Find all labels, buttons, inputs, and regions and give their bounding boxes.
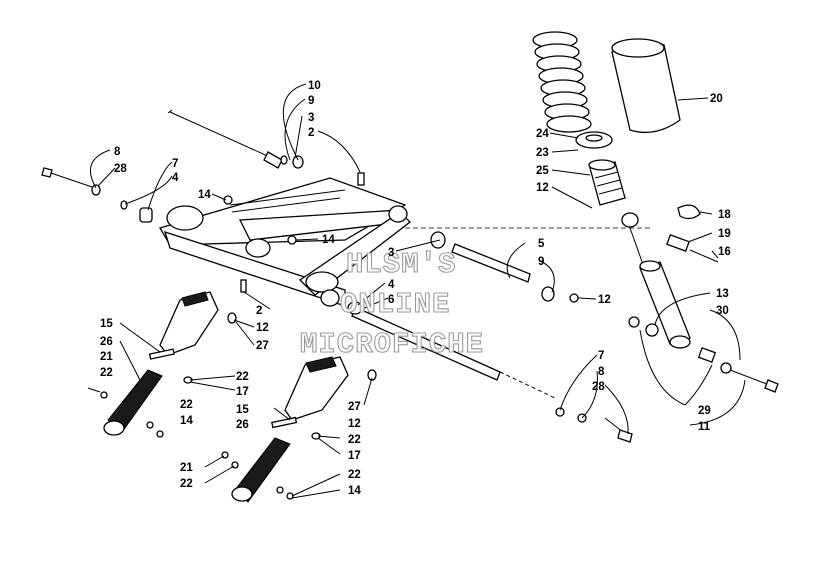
callout-label: 3 bbox=[388, 247, 394, 259]
callout-label: 23 bbox=[536, 147, 549, 159]
callout-label: 17 bbox=[236, 386, 249, 398]
callout-label: 22 bbox=[180, 478, 193, 490]
spring-seat-retainer bbox=[575, 131, 613, 149]
bushing-hardware bbox=[91, 155, 587, 423]
callout-label: 5 bbox=[538, 238, 545, 250]
callout-label: 10 bbox=[308, 80, 321, 92]
callout-label: 16 bbox=[718, 246, 731, 258]
callout-label: 4 bbox=[172, 172, 179, 184]
callout-label: 11 bbox=[698, 421, 711, 433]
callout-label: 26 bbox=[236, 419, 249, 431]
callout-label: 22 bbox=[180, 399, 193, 411]
rubber-boot bbox=[611, 38, 681, 134]
watermark-line-3: MICROFICHE bbox=[300, 328, 484, 361]
callout-label: 2 bbox=[308, 127, 314, 139]
callout-label: 4 bbox=[388, 279, 395, 291]
callout-label: 8 bbox=[114, 146, 121, 158]
left-front-bolt bbox=[41, 167, 96, 189]
callout-label: 12 bbox=[348, 418, 361, 430]
callout-label: 25 bbox=[536, 165, 549, 177]
callout-label: 27 bbox=[348, 401, 361, 413]
callout-label: 7 bbox=[598, 350, 604, 362]
callout-label: 12 bbox=[256, 322, 269, 334]
callout-label: 21 bbox=[180, 462, 193, 474]
callout-label: 2 bbox=[256, 305, 262, 317]
bump-stop-cup bbox=[588, 159, 626, 206]
callout-label: 22 bbox=[100, 367, 113, 379]
callout-label: 22 bbox=[348, 434, 361, 446]
callout-label: 28 bbox=[592, 381, 605, 393]
callout-label: 15 bbox=[100, 318, 113, 330]
callout-labels: 10 9 3 2 8 28 7 4 14 14 3 4 6 2 12 27 15… bbox=[100, 80, 731, 497]
callout-label: 14 bbox=[198, 189, 211, 201]
callout-label: 14 bbox=[348, 485, 361, 497]
callout-label: 26 bbox=[100, 336, 113, 348]
callout-label: 8 bbox=[598, 366, 605, 378]
callout-label: 14 bbox=[180, 415, 193, 427]
callout-label: 7 bbox=[172, 158, 178, 170]
callout-label: 12 bbox=[598, 294, 611, 306]
callout-label: 20 bbox=[710, 93, 723, 105]
callout-label: 3 bbox=[308, 112, 314, 124]
callout-label: 13 bbox=[716, 288, 729, 300]
coil-spring bbox=[532, 31, 592, 133]
shock-absorber bbox=[621, 212, 691, 349]
swing-arm bbox=[159, 177, 411, 307]
callout-label: 18 bbox=[718, 209, 731, 221]
callout-label: 19 bbox=[718, 228, 731, 240]
callout-label: 30 bbox=[716, 305, 729, 317]
callout-label: 28 bbox=[114, 163, 127, 175]
watermark-line-2: ONLINE bbox=[340, 288, 450, 321]
watermark-line-1: HLSM'S bbox=[346, 248, 456, 281]
callout-label: 22 bbox=[236, 371, 249, 383]
leader-lines bbox=[89, 83, 746, 499]
callout-label: 29 bbox=[698, 405, 711, 417]
callout-label: 21 bbox=[100, 351, 113, 363]
callout-label: 12 bbox=[536, 182, 549, 194]
upper-long-bolt bbox=[167, 109, 283, 169]
callout-label: 24 bbox=[536, 128, 549, 140]
left-stirrup-assembly bbox=[87, 291, 219, 438]
shock-mount-hardware bbox=[628, 204, 779, 393]
callout-label: 15 bbox=[236, 404, 249, 416]
callout-label: 9 bbox=[538, 256, 544, 268]
callout-label: 22 bbox=[348, 469, 361, 481]
pivot-shaft bbox=[405, 227, 650, 283]
callout-label: 6 bbox=[388, 294, 394, 306]
callout-label: 27 bbox=[256, 340, 269, 352]
callout-label: 17 bbox=[348, 450, 361, 462]
callout-label: 9 bbox=[308, 95, 314, 107]
callout-label: 14 bbox=[322, 234, 335, 246]
watermark: HLSM'S ONLINE MICROFICHE bbox=[299, 247, 484, 361]
